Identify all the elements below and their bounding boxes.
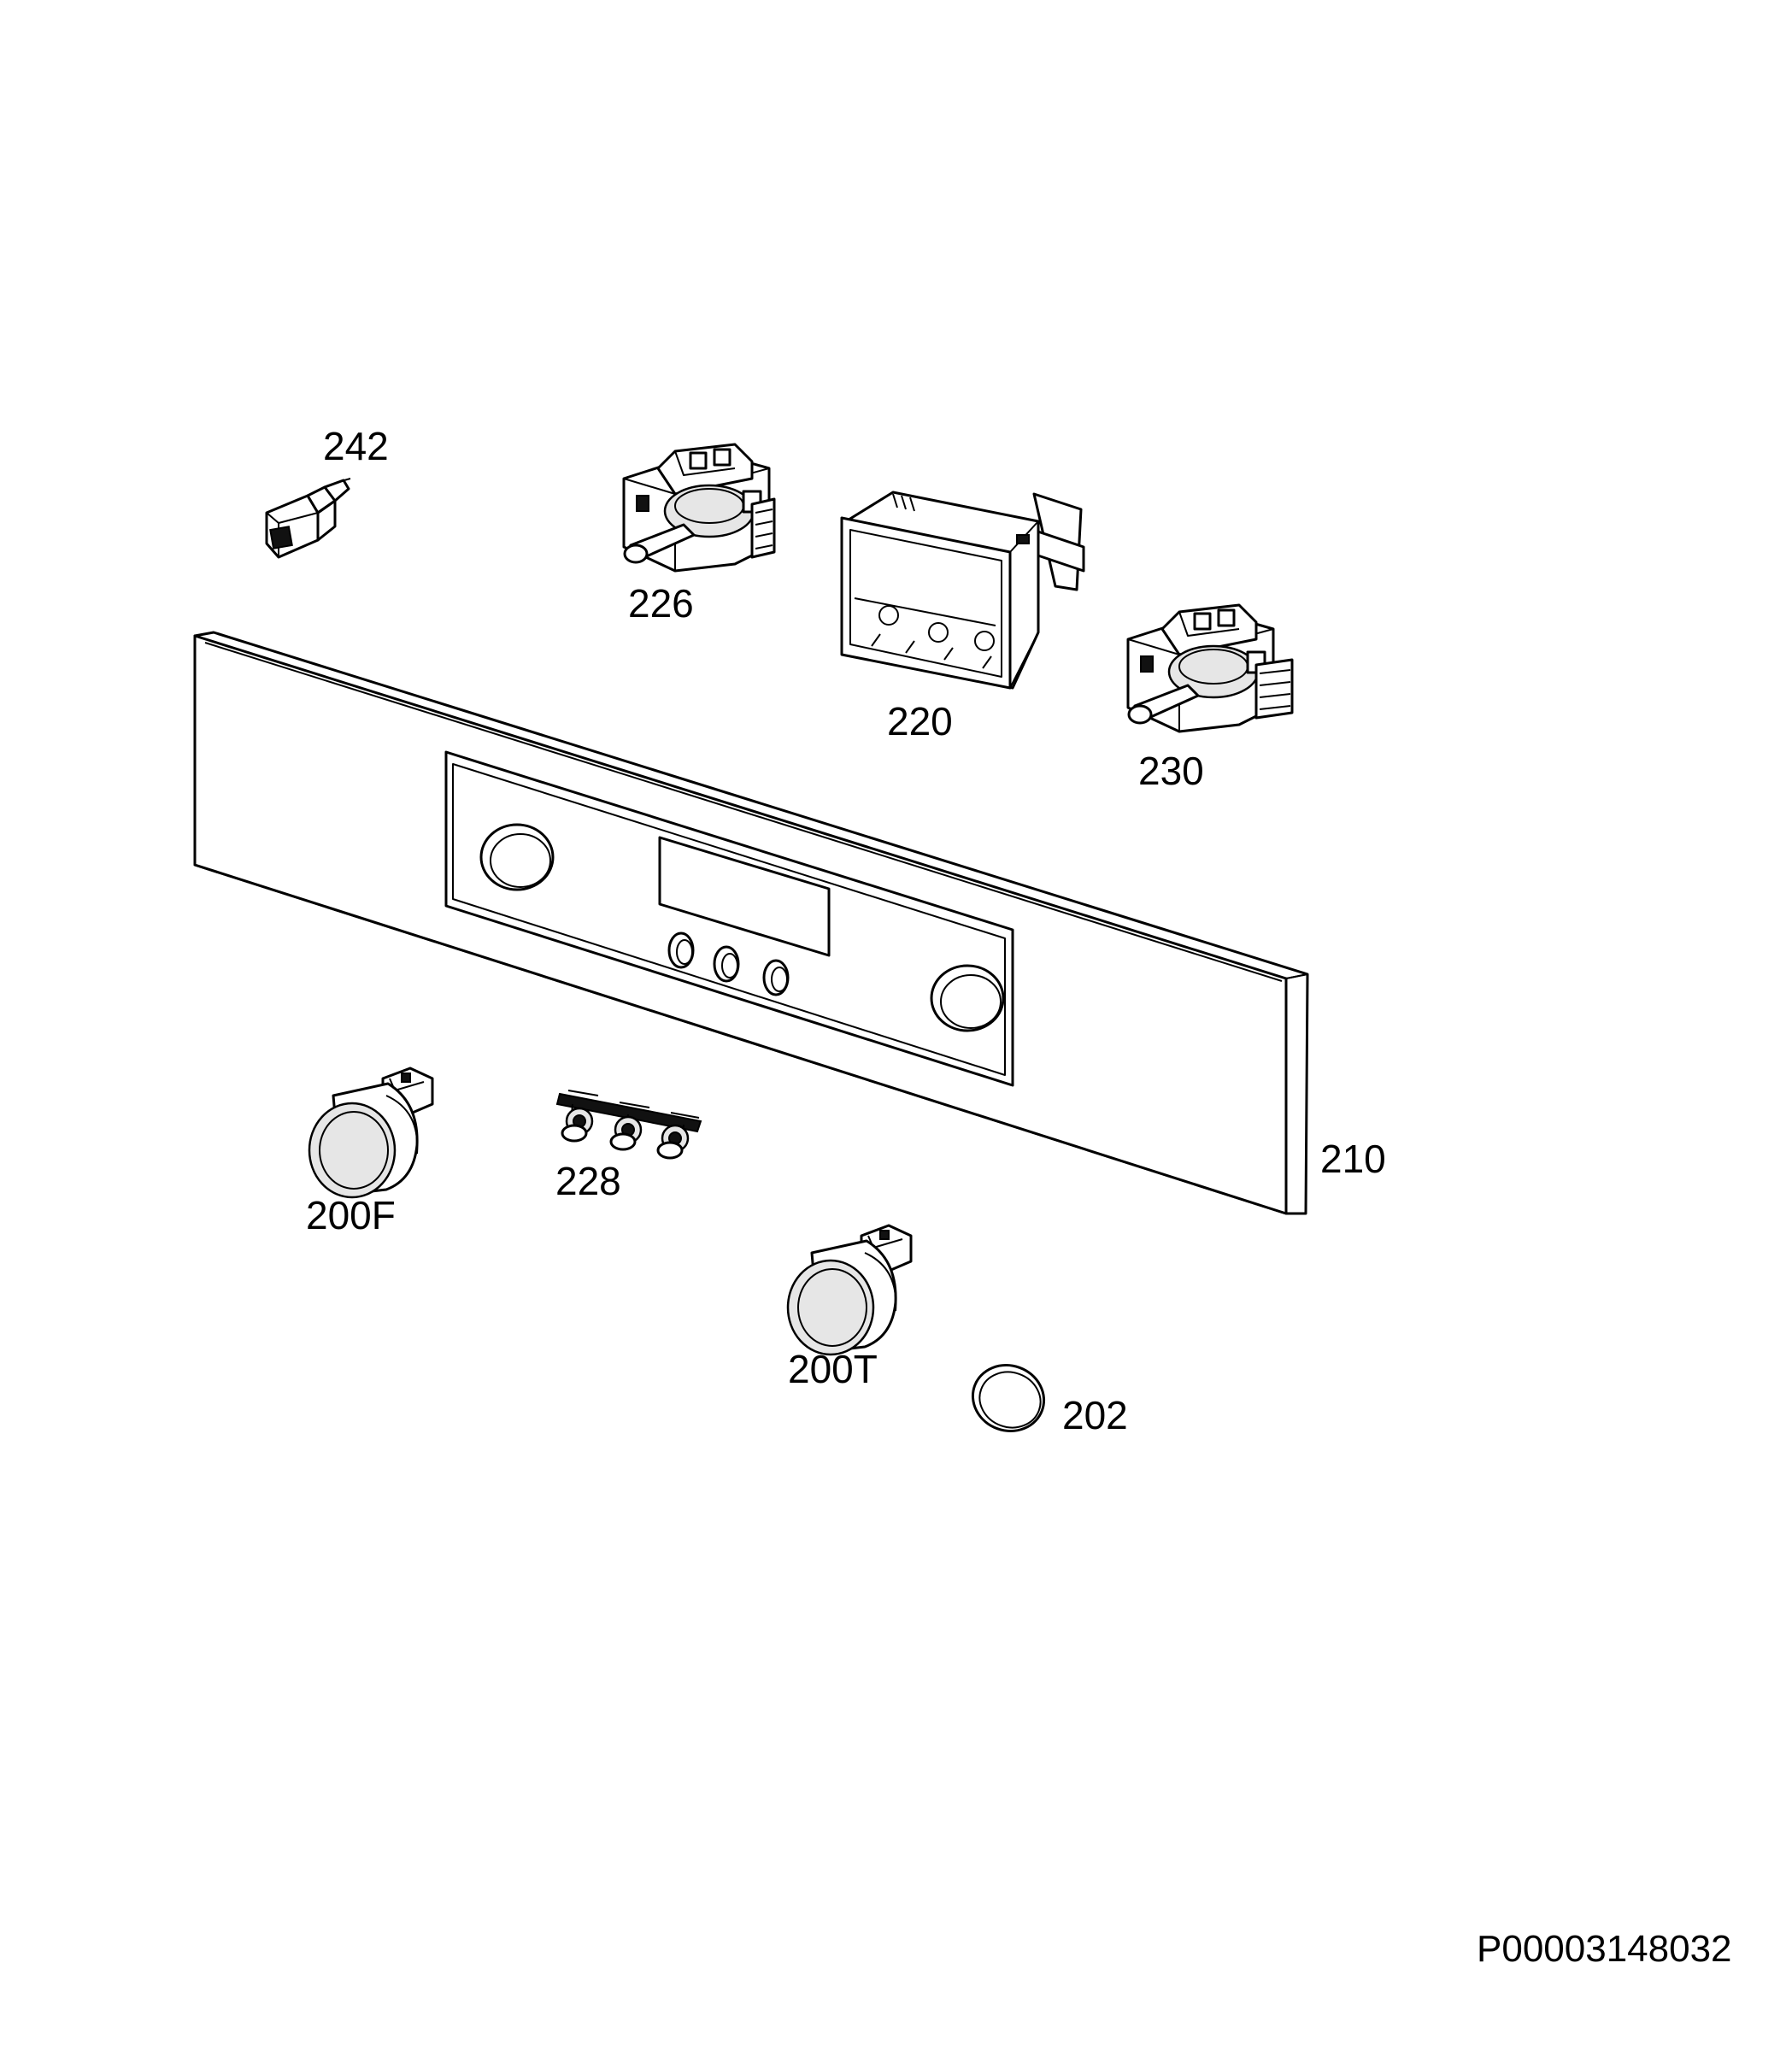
document-id: P00003148032 xyxy=(1477,1928,1732,1970)
part-220-timer-module xyxy=(840,491,1085,690)
part-228-push-buttons xyxy=(555,1090,702,1160)
label-210: 210 xyxy=(1320,1137,1386,1181)
label-200T: 200T xyxy=(788,1347,878,1391)
label-230: 230 xyxy=(1138,749,1204,793)
label-228: 228 xyxy=(555,1159,621,1203)
label-200F: 200F xyxy=(306,1193,396,1237)
part-210-control-panel xyxy=(193,631,1309,1215)
part-226-selector-switch xyxy=(622,443,776,573)
part-200T-thermostat-knob xyxy=(786,1224,913,1356)
part-200F-function-knob xyxy=(308,1067,434,1199)
part-242-switch xyxy=(265,478,351,559)
part-230-thermostat-switch xyxy=(1126,603,1294,733)
label-226: 226 xyxy=(628,581,694,626)
label-220: 220 xyxy=(887,699,953,743)
part-202-ring xyxy=(971,1364,1046,1432)
label-242: 242 xyxy=(323,424,389,468)
label-202: 202 xyxy=(1062,1393,1128,1437)
